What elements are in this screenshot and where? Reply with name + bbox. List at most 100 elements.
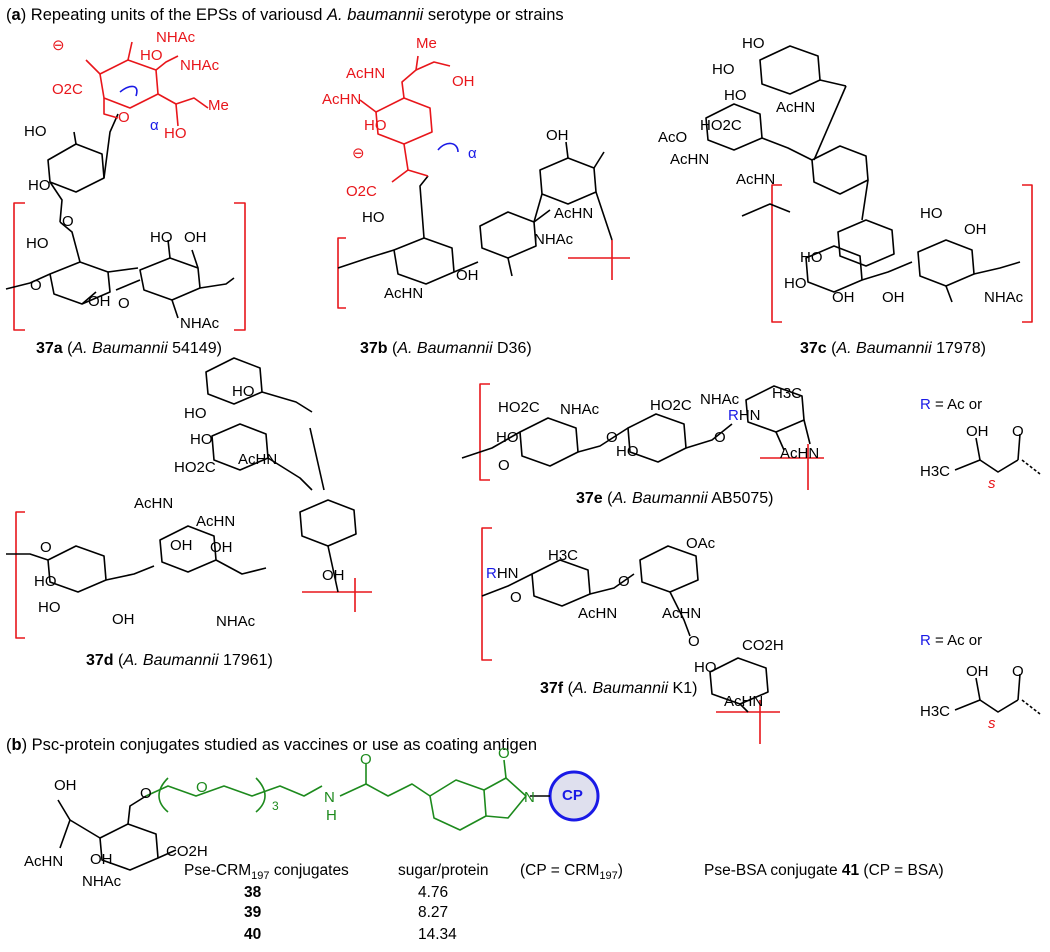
- ho-label: HO: [694, 659, 717, 676]
- ring-oxygen: O: [118, 109, 130, 126]
- carboxylic-label: CO2H: [166, 843, 208, 860]
- achn-label: AcHN: [736, 171, 776, 188]
- structure-37e: [461, 383, 1041, 490]
- nhac-label: NHAc: [180, 315, 220, 332]
- ho-label: HO: [800, 249, 823, 266]
- h3c-label: H3C: [548, 547, 579, 564]
- carbonyl-oxygen: O: [1012, 663, 1024, 680]
- glycosidic-oxygen: O: [510, 589, 522, 606]
- achn-label: AcHN: [384, 285, 424, 302]
- achn-label: AcHN: [780, 445, 820, 462]
- glycosidic-oxygen: O: [30, 277, 42, 294]
- structure-37c: [705, 45, 1033, 323]
- caption-37e: 37e (A. Baumannii AB5075): [576, 490, 774, 507]
- ho-label: HO: [184, 405, 207, 422]
- glycosidic-oxygen: O: [118, 295, 130, 312]
- achn-label: AcHN: [238, 451, 278, 468]
- nhac-label: NHAc: [82, 873, 122, 890]
- achn-label: AcHN: [134, 495, 174, 512]
- minus-charge: ⊖: [352, 145, 365, 162]
- compound-40: 40: [244, 926, 262, 943]
- achn-label: AcHN: [578, 605, 618, 622]
- compound-38: 38: [244, 884, 262, 901]
- glycosidic-oxygen: O: [62, 213, 74, 230]
- stereo-s-label: s: [988, 715, 996, 732]
- repeat-count: 3: [272, 799, 279, 813]
- ho-label: HO: [742, 35, 765, 52]
- achn-label: AcHN: [724, 693, 764, 710]
- oh-label: OH: [112, 611, 135, 628]
- ho-label: HO: [712, 61, 735, 78]
- oh-label: OH: [90, 851, 113, 868]
- ho-label: HO: [190, 431, 213, 448]
- ho-label: HO: [920, 205, 943, 222]
- nhac-label: NHAc: [180, 57, 220, 74]
- ho-label: HO: [496, 429, 519, 446]
- h3c-label: H3C: [772, 385, 803, 402]
- oh-label: OH: [964, 221, 987, 238]
- achn-label: AcHN: [24, 853, 64, 870]
- oh-label: OH: [882, 289, 905, 306]
- stereo-s-label: s: [988, 475, 996, 492]
- carboxylic-label: HO2C: [650, 397, 692, 414]
- glycosidic-oxygen: O: [714, 429, 726, 446]
- ho-label: HO: [724, 87, 747, 104]
- structure-37f: [481, 527, 1041, 744]
- carboxylic-label: CO2H: [742, 637, 784, 654]
- ho-label: HO: [38, 599, 61, 616]
- glycosidic-oxygen: O: [606, 429, 618, 446]
- minus-charge: ⊖: [52, 37, 65, 54]
- structure-37a: [5, 41, 246, 331]
- achn-label: AcHN: [776, 99, 816, 116]
- h3c-label: H3C: [920, 703, 951, 720]
- me-label: Me: [416, 35, 437, 52]
- rhn-label: RHN: [486, 565, 519, 582]
- oh-label: OH: [184, 229, 207, 246]
- achn-label: AcHN: [662, 605, 702, 622]
- structure-37d: [6, 357, 372, 639]
- carboxylate-label: O2C: [52, 81, 83, 98]
- ho-label: HO: [362, 209, 385, 226]
- alpha-label: α: [150, 117, 159, 134]
- oh-label: OH: [170, 537, 193, 554]
- oh-label: OH: [210, 539, 233, 556]
- ho-label: HO: [784, 275, 807, 292]
- oh-label: OH: [54, 777, 77, 794]
- nhac-label: NHAc: [560, 401, 600, 418]
- oh-label: OH: [88, 293, 111, 310]
- oh-label: OH: [546, 127, 569, 144]
- h3c-label: H3C: [920, 463, 951, 480]
- rhn-label: RHN: [728, 407, 761, 424]
- ring-oxygen: O: [140, 785, 152, 802]
- ether-oxygen: O: [196, 779, 208, 796]
- caption-37d: 37d (A. Baumannii 17961): [86, 652, 273, 669]
- nhac-label: NHAc: [534, 231, 574, 248]
- ratio-header: sugar/protein: [398, 862, 489, 879]
- ho-label: HO: [26, 235, 49, 252]
- nhac-label: NHAc: [700, 391, 740, 408]
- achn-label: AcHN: [322, 91, 362, 108]
- achn-label: AcHN: [554, 205, 594, 222]
- caption-37b: 37b (A. Baumannii D36): [360, 340, 532, 357]
- ho-label: HO: [34, 573, 57, 590]
- caption-37c: 37c (A. Baumannii 17978): [800, 340, 986, 357]
- carbonyl-oxygen: O: [1012, 423, 1024, 440]
- nhac-label: NHAc: [216, 613, 256, 630]
- carboxylic-label: HO2C: [700, 117, 742, 134]
- achn-label: AcHN: [670, 151, 710, 168]
- ho-label: HO: [28, 177, 51, 194]
- carboxylic-label: HO2C: [174, 459, 216, 476]
- ho-label: HO: [164, 125, 187, 142]
- carrier-protein-label: CP: [562, 787, 583, 804]
- aco-label: AcO: [658, 129, 688, 146]
- ho-label: HO: [24, 123, 47, 140]
- oh-label: OH: [966, 663, 989, 680]
- r-group-note: R = Ac or: [920, 632, 983, 649]
- ratio-40: 14.34: [418, 926, 457, 943]
- achn-label: AcHN: [346, 65, 386, 82]
- ho-label: HO: [364, 117, 387, 134]
- ho-label: HO: [616, 443, 639, 460]
- amide-hydrogen: H: [326, 807, 337, 824]
- oh-label: OH: [832, 289, 855, 306]
